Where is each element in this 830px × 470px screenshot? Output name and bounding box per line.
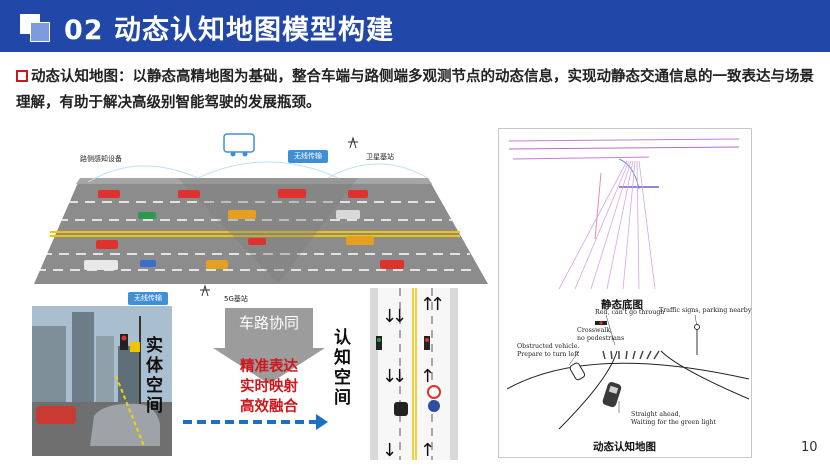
cognitive-space-label: 认知空间: [334, 328, 351, 408]
result-line-2: 实时映射: [240, 379, 298, 395]
collaboration-label: 车路协同: [238, 314, 299, 332]
result-line-3: 高效融合: [240, 399, 298, 415]
page-number: 10: [801, 440, 818, 455]
roadside-sensor-label: 路侧感知设备: [80, 155, 122, 163]
red-light-annotation: Red, can't go through: [595, 309, 665, 316]
svg-text:↑: ↑: [420, 294, 435, 315]
crosswalk-annotation: Crosswalk, no pedestrians: [577, 327, 625, 342]
svg-text:↑: ↑: [420, 366, 435, 387]
vehicle-road-diagram: 路侧感知设备 无线传输 卫星基站 无线传输 5G基站 实体空间 车路协同 精准表…: [28, 132, 488, 460]
svg-text:↓: ↓: [382, 366, 397, 387]
header-bar: 02 动态认知地图模型构建: [0, 0, 830, 52]
lane-schematic: ↓ ↓ ↑ ↑ ↓ ↓ ↑ ↓ ↑: [364, 288, 464, 460]
road-illustration: [34, 133, 488, 430]
dynamic-map-caption: 动态认知地图: [593, 441, 656, 453]
obstructed-annotation: Obstructed vehicle. Prepare to turn left: [517, 343, 580, 358]
map-panel: 静态底图 Red, can't go through Traffic signs…: [498, 128, 752, 458]
description-paragraph: 动态认知地图：以静态高精地图为基础，整合车端与路侧端多观测节点的动态信息，实现动…: [16, 64, 816, 116]
description-text: 动态认知地图：以静态高精地图为基础，整合车端与路侧端多观测节点的动态信息，实现动…: [16, 69, 814, 111]
5g-station-label: 5G基站: [224, 295, 248, 303]
wireless-label-bottom: 无线传输: [128, 292, 168, 305]
straight-annotation: Straight ahead, Waiting for the green li…: [631, 411, 716, 426]
page-title: 02 动态认知地图模型构建: [64, 15, 394, 46]
svg-text:↓: ↓: [382, 440, 397, 460]
result-line-1: 精准表达: [240, 359, 298, 375]
map-illustration: [506, 138, 750, 430]
header-square-icon-2: [30, 22, 50, 42]
collaboration-arrow: 车路协同: [213, 308, 325, 384]
svg-text:↑: ↑: [430, 294, 445, 315]
traffic-signs-annotation: Traffic signs, parking nearby: [659, 307, 752, 314]
svg-text:↓: ↓: [382, 306, 397, 327]
red-square-bullet-icon: [16, 70, 28, 82]
svg-text:↑: ↑: [420, 440, 435, 460]
svg-text:↓: ↓: [392, 366, 407, 387]
static-map-caption: 静态底图: [601, 299, 643, 311]
svg-text:↓: ↓: [392, 306, 407, 327]
street-photo: [32, 306, 172, 456]
physical-space-label: 实体空间: [146, 336, 163, 416]
wireless-label-top: 无线传输: [288, 150, 328, 163]
result-labels: 精准表达 实时映射 高效融合: [204, 357, 334, 417]
satellite-label: 卫星基站: [366, 153, 394, 161]
